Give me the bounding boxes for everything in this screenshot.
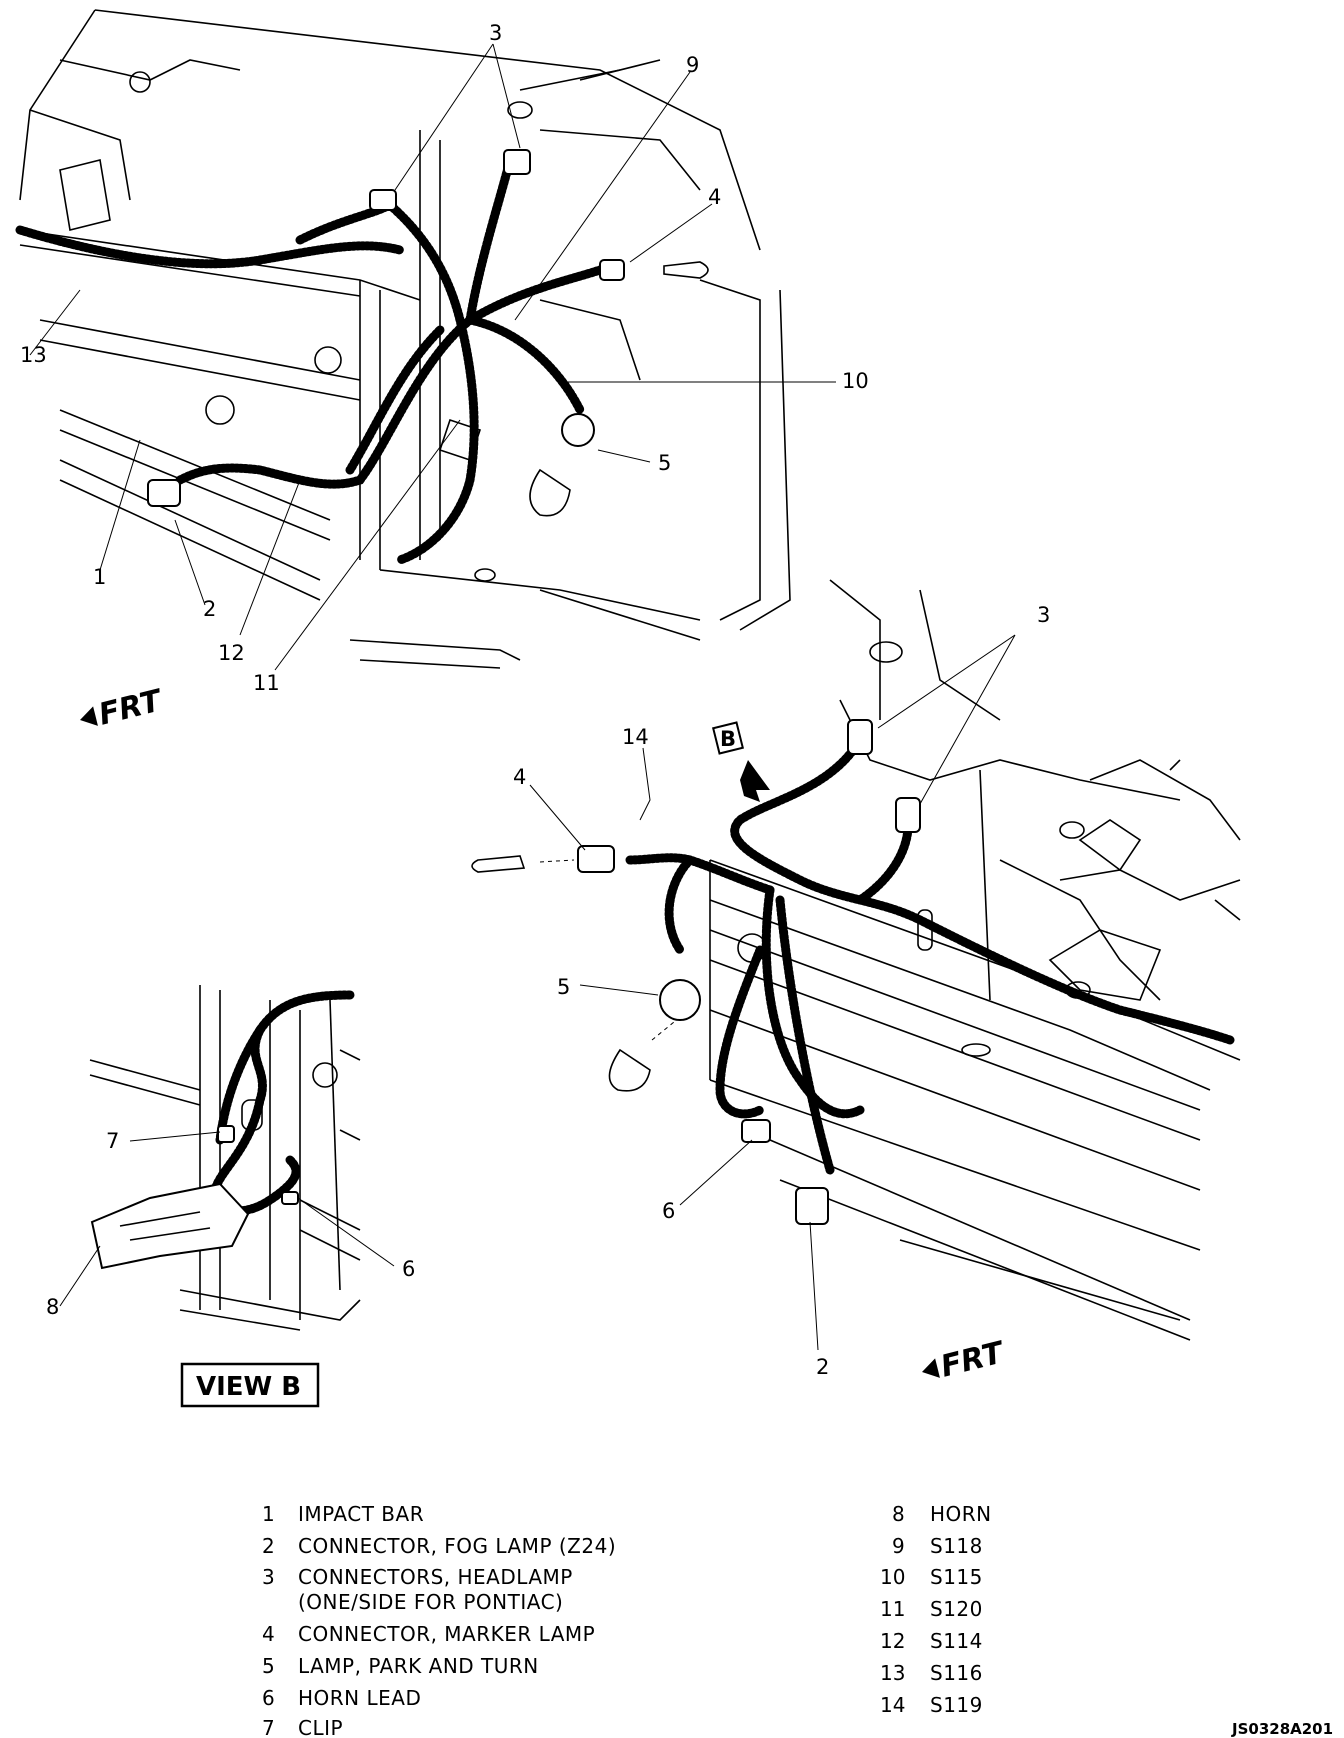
viewb-callout-6: 6 — [402, 1257, 415, 1281]
viewb-callout-7: 7 — [106, 1129, 119, 1153]
legend-item-text: CONNECTORS, HEADLAMP — [298, 1565, 573, 1589]
right-connectors — [471, 719, 921, 1225]
legend-item-num: 13 — [880, 1661, 905, 1685]
legend-item-text: S114 — [930, 1629, 983, 1653]
right-frt-indicator: FRT — [922, 1335, 1009, 1385]
top-leader-lines — [29, 43, 836, 671]
marker-lamp-bulb-right — [471, 855, 526, 873]
legend: 1 IMPACT BAR 2 CONNECTOR, FOG LAMP (Z24)… — [262, 1502, 992, 1738]
legend-item-num: 9 — [892, 1534, 905, 1558]
right-frt-label: FRT — [937, 1335, 1009, 1385]
top-callout-9: 9 — [686, 53, 699, 77]
legend-item-num: 4 — [262, 1622, 275, 1646]
park-turn-lamp-bulb-right — [608, 1048, 651, 1092]
legend-item-text: CONNECTOR, MARKER LAMP — [298, 1622, 595, 1646]
park-turn-lamp-socket-right — [659, 979, 701, 1021]
top-callout-1: 1 — [93, 565, 106, 589]
legend-item-text: HORN LEAD — [298, 1686, 421, 1710]
legend-item-num: 3 — [262, 1565, 275, 1589]
right-callout-6: 6 — [662, 1199, 675, 1223]
legend-item-num: 10 — [880, 1565, 905, 1589]
legend-column-left: 1 IMPACT BAR 2 CONNECTOR, FOG LAMP (Z24)… — [262, 1502, 616, 1738]
legend-item-num: 14 — [880, 1693, 905, 1717]
legend-item-num: 5 — [262, 1654, 275, 1678]
view-b-label-box — [180, 1362, 320, 1408]
legend-item-num: 11 — [880, 1597, 905, 1621]
figure-code: JS0328A201 — [1231, 1720, 1333, 1738]
frt-arrow-icon — [80, 706, 98, 726]
headlamp-connector-left — [369, 189, 397, 211]
horn-body — [90, 1182, 250, 1270]
legend-item-text: IMPACT BAR — [298, 1502, 424, 1526]
top-callout-5: 5 — [658, 451, 671, 475]
legend-item-text: CLIP — [298, 1716, 343, 1738]
right-view: 3 14 4 5 6 2 B FRT — [471, 579, 1241, 1385]
marker-lamp-bulb — [663, 261, 709, 279]
top-connectors — [147, 149, 709, 517]
view-b-arrow-icon — [740, 760, 770, 802]
legend-item-text: CONNECTOR, FOG LAMP (Z24) — [298, 1534, 616, 1558]
right-callout-4: 4 — [513, 765, 526, 789]
frt-arrow-icon — [922, 1358, 940, 1378]
view-b-reference: B — [711, 721, 770, 802]
top-harness — [15, 155, 605, 565]
top-callout-13: 13 — [20, 343, 47, 367]
headlamp-connector-lower — [895, 797, 921, 833]
park-turn-lamp-socket — [561, 413, 595, 447]
legend-item-text: S115 — [930, 1565, 983, 1589]
view-b-label: VIEW B — [196, 1372, 301, 1402]
top-view: 3 9 4 10 5 13 1 2 12 11 FRT — [15, 9, 869, 733]
clip — [217, 1125, 235, 1143]
right-callout-3: 3 — [1037, 603, 1050, 627]
legend-item-text: S118 — [930, 1534, 983, 1558]
view-b-structure — [89, 985, 361, 1331]
horn-lead-terminal — [281, 1191, 299, 1205]
marker-lamp-connector-right — [577, 845, 615, 873]
right-harness — [625, 735, 1235, 1175]
view-b-inset: 7 6 8 VIEW B — [46, 985, 415, 1408]
top-callout-11: 11 — [253, 671, 280, 695]
legend-item-text: S120 — [930, 1597, 983, 1621]
view-b-reference-box — [711, 721, 745, 755]
horn-lead-connector — [741, 1119, 771, 1143]
legend-item-text: HORN — [930, 1502, 992, 1526]
legend-item-text: S119 — [930, 1693, 983, 1717]
top-callout-12: 12 — [218, 641, 245, 665]
headlamp-connector-upper — [847, 719, 873, 755]
top-frt-label: FRT — [95, 683, 167, 733]
view-b-harness — [210, 990, 355, 1216]
legend-item-text: LAMP, PARK AND TURN — [298, 1654, 539, 1678]
view-b-components — [90, 1125, 299, 1270]
right-callout-14: 14 — [622, 725, 649, 749]
park-turn-lamp-bulb — [529, 468, 571, 517]
view-b-reference-letter: B — [720, 727, 736, 751]
right-callout-2: 2 — [816, 1355, 829, 1379]
legend-item-num: 2 — [262, 1534, 275, 1558]
top-callout-4: 4 — [708, 185, 721, 209]
top-callout-10: 10 — [842, 369, 869, 393]
right-leader-lines — [529, 634, 1016, 1351]
legend-item-num: 7 — [262, 1716, 275, 1738]
legend-item-num: 12 — [880, 1629, 905, 1653]
view-b-leader-lines — [59, 1131, 395, 1307]
top-callout-3: 3 — [489, 21, 502, 45]
legend-item-text: S116 — [930, 1661, 983, 1685]
right-callout-5: 5 — [557, 975, 570, 999]
marker-lamp-connector — [599, 259, 625, 281]
legend-item-text: (ONE/SIDE FOR PONTIAC) — [298, 1590, 563, 1614]
top-callout-2: 2 — [203, 597, 216, 621]
viewb-callout-8: 8 — [46, 1295, 59, 1319]
headlamp-connector-right — [503, 149, 531, 175]
fog-lamp-connector — [147, 479, 181, 507]
legend-item-num: 6 — [262, 1686, 275, 1710]
legend-column-right: 8 HORN 9 S118 10 S115 11 S120 12 S114 13… — [880, 1502, 992, 1717]
legend-item-num: 8 — [892, 1502, 905, 1526]
top-frt-indicator: FRT — [80, 683, 167, 733]
legend-item-num: 1 — [262, 1502, 275, 1526]
fog-lamp-connector-right — [795, 1187, 829, 1225]
top-body-structure — [19, 9, 791, 669]
